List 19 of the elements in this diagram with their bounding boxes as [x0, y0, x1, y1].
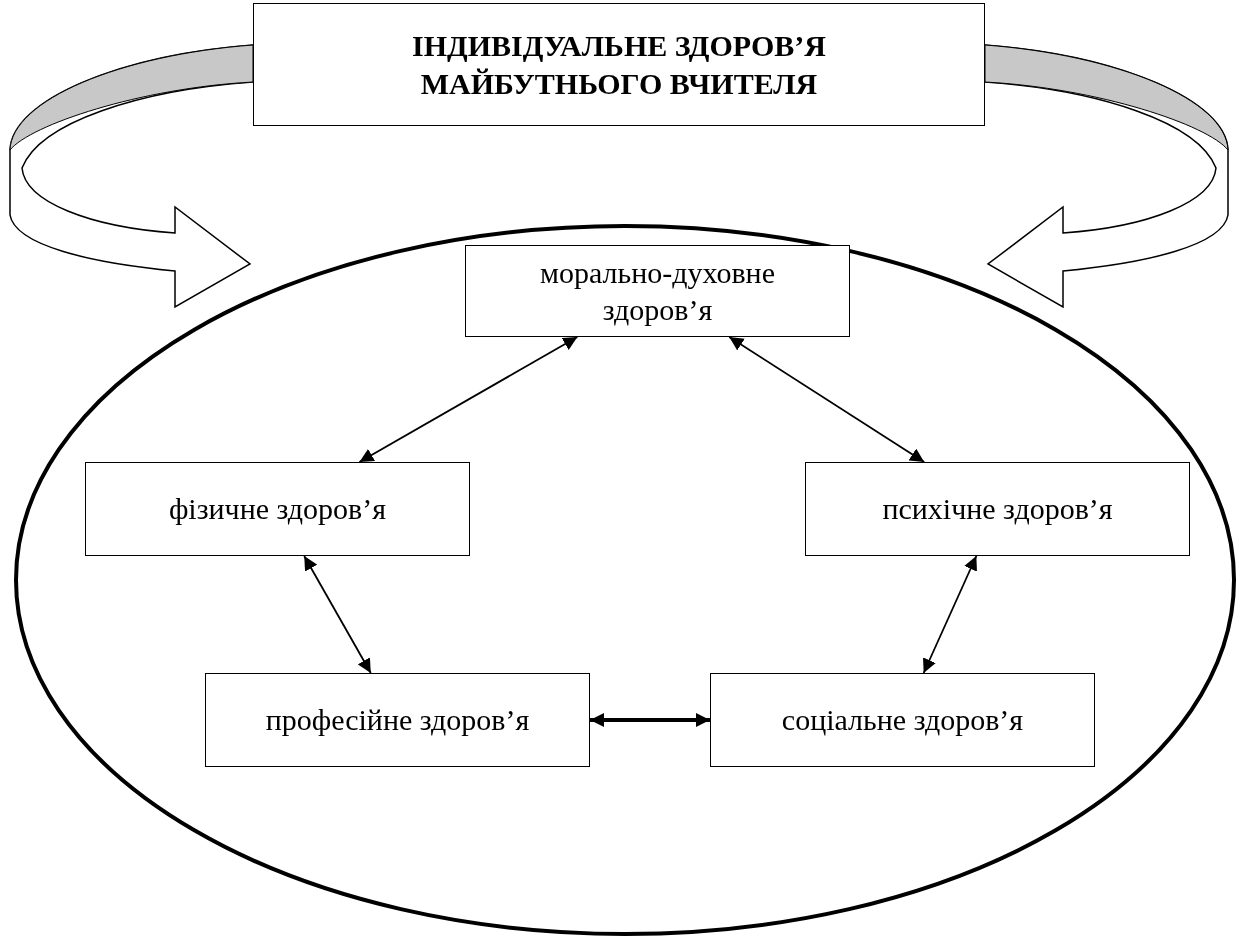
double-arrow [728, 336, 926, 463]
text-box [710, 673, 1095, 767]
node-text: соціальне здоров’я [781, 702, 1024, 739]
title-text: ІНДИВІДУАЛЬНЕ ЗДОРОВ’Я МАЙБУТНЬОГО ВЧИТЕЛЯ [411, 28, 827, 102]
node-text: морально-духовне здоров’я [539, 254, 776, 328]
text-box [805, 462, 1190, 556]
text-box [465, 245, 850, 337]
node-text: психічне здоров’я [882, 491, 1113, 528]
double-arrow [303, 555, 372, 674]
block-arrow [984, 44, 1229, 308]
double-arrow [922, 555, 978, 674]
text-box [85, 462, 470, 556]
text-box [205, 673, 590, 767]
double-arrow [590, 713, 710, 727]
node-text: професійне здоров’я [265, 702, 530, 739]
node-text: фізичне здоров’я [168, 491, 387, 528]
double-arrow [358, 336, 579, 463]
text-box [253, 3, 985, 126]
block-arrow [9, 44, 254, 308]
